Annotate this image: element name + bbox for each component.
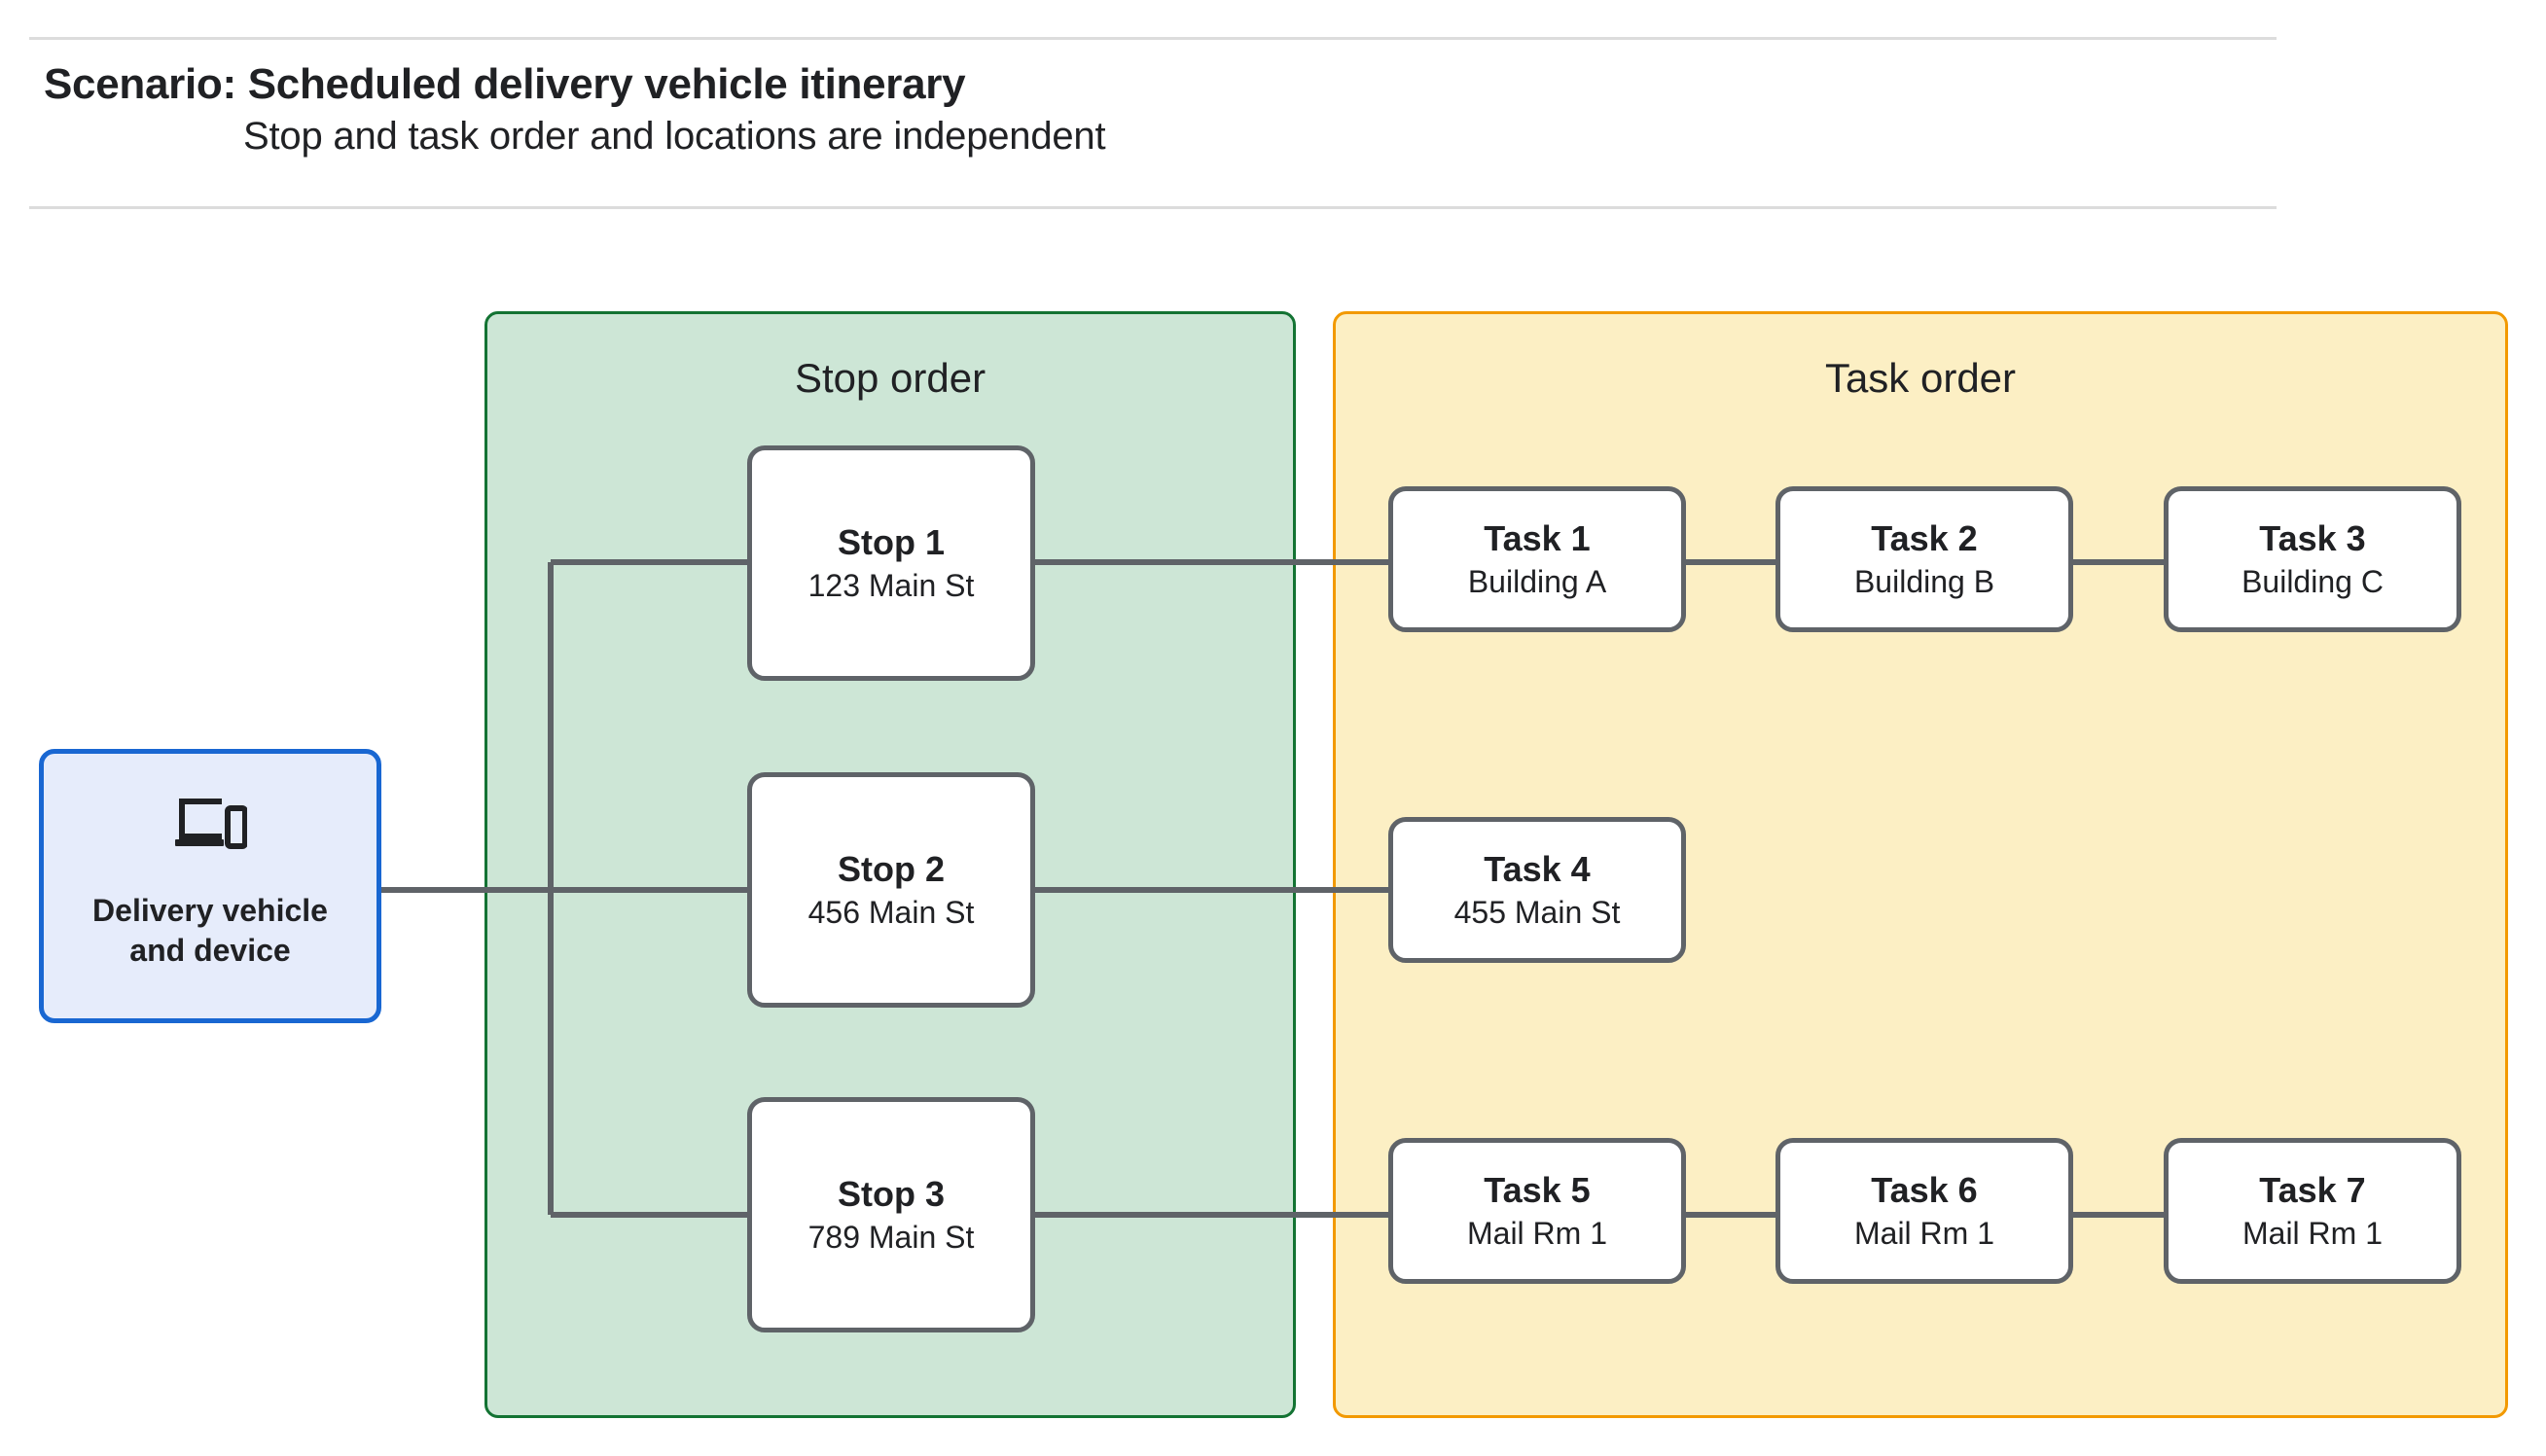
stop-node-location: 123 Main St: [807, 567, 975, 603]
task-node-1[interactable]: Task 1 Building A: [1388, 486, 1686, 632]
delivery-vehicle-and-device-box[interactable]: Delivery vehicle and device: [39, 749, 381, 1023]
task-node-location: Building B: [1853, 563, 1995, 599]
task-node-location: 455 Main St: [1453, 894, 1621, 930]
header-divider-bottom: [29, 206, 2277, 209]
stop-node-1[interactable]: Stop 1 123 Main St: [747, 445, 1035, 681]
stop-node-title: Stop 1: [837, 521, 945, 562]
devices-icon: [173, 795, 248, 856]
task-node-2[interactable]: Task 2 Building B: [1775, 486, 2073, 632]
task-node-title: Task 6: [1871, 1169, 1978, 1210]
stop-node-location: 789 Main St: [807, 1219, 975, 1255]
task-node-3[interactable]: Task 3 Building C: [2164, 486, 2461, 632]
stop-node-title: Stop 2: [837, 848, 945, 889]
page-subtitle: Stop and task order and locations are in…: [243, 115, 1106, 158]
task-node-7[interactable]: Task 7 Mail Rm 1: [2164, 1138, 2461, 1284]
stop-order-panel-title: Stop order: [794, 355, 986, 401]
task-node-5[interactable]: Task 5 Mail Rm 1: [1388, 1138, 1686, 1284]
task-node-location: Mail Rm 1: [1466, 1215, 1607, 1251]
task-node-title: Task 7: [2259, 1169, 2366, 1210]
stop-node-title: Stop 3: [837, 1173, 945, 1214]
page-title: Scenario: Scheduled delivery vehicle iti…: [44, 60, 966, 108]
task-node-title: Task 4: [1484, 848, 1591, 889]
task-node-title: Task 3: [2259, 517, 2366, 558]
task-node-location: Building A: [1467, 563, 1607, 599]
task-node-location: Building C: [2241, 563, 2384, 599]
task-node-title: Task 1: [1484, 517, 1591, 558]
stop-node-3[interactable]: Stop 3 789 Main St: [747, 1097, 1035, 1332]
header-divider-top: [29, 37, 2277, 40]
task-node-6[interactable]: Task 6 Mail Rm 1: [1775, 1138, 2073, 1284]
task-node-title: Task 2: [1871, 517, 1978, 558]
task-node-4[interactable]: Task 4 455 Main St: [1388, 817, 1686, 963]
stop-node-2[interactable]: Stop 2 456 Main St: [747, 772, 1035, 1008]
delivery-vehicle-label: Delivery vehicle and device: [92, 892, 328, 968]
task-node-location: Mail Rm 1: [2241, 1215, 2383, 1251]
task-node-location: Mail Rm 1: [1853, 1215, 1994, 1251]
stop-node-location: 456 Main St: [807, 894, 975, 930]
task-node-title: Task 5: [1484, 1169, 1591, 1210]
task-order-panel-title: Task order: [1824, 355, 2017, 401]
